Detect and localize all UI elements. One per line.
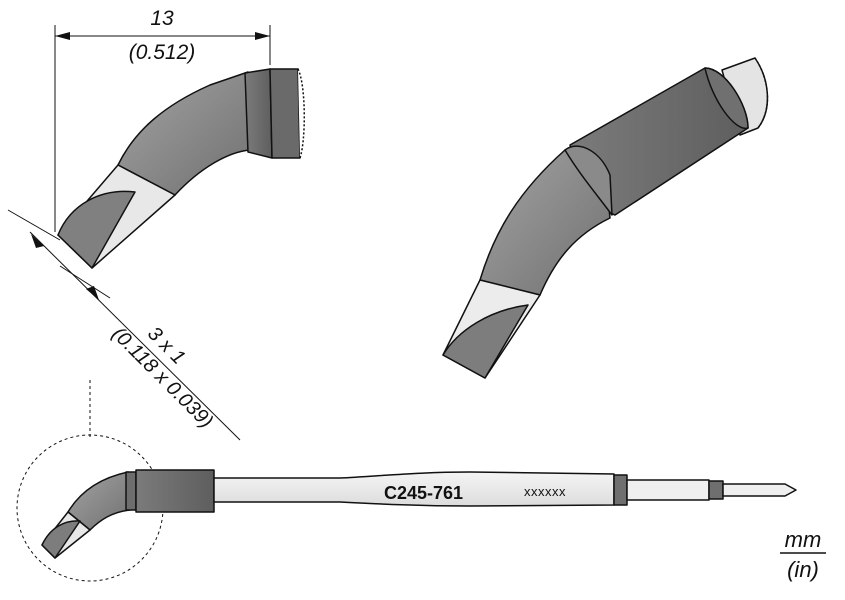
unit-mm: mm — [785, 527, 822, 552]
tip-body-bent — [117, 71, 251, 196]
tip-shank-collar — [269, 68, 301, 159]
arrowhead-left — [55, 32, 70, 40]
model-number: C245-761 — [384, 483, 463, 503]
shaft-rear-end — [754, 57, 769, 129]
cartridge-ring-2 — [708, 480, 724, 500]
cartridge-collar-small — [125, 471, 137, 511]
tip-dim-extension-1 — [7, 209, 61, 241]
detail-view-side — [7, 25, 305, 441]
tip-dim-line — [29, 231, 241, 441]
unit-in: (in) — [787, 557, 819, 582]
length-in-label: (0.512) — [129, 41, 196, 64]
tip-chisel-face — [57, 190, 136, 269]
detail-view-3d — [442, 57, 769, 379]
tip-shank-end — [297, 68, 305, 159]
serial-placeholder: xxxxxx — [524, 484, 566, 499]
cartridge-pin — [722, 483, 797, 497]
tip-collar-3d — [564, 145, 613, 216]
tip-arrow-2 — [86, 286, 99, 300]
tip-arrow-1 — [31, 234, 44, 248]
cartridge-full-view — [16, 380, 797, 582]
cartridge-tip-face — [41, 520, 81, 559]
cartridge-rear-shaft — [626, 479, 710, 501]
length-mm-label: 13 — [150, 7, 174, 30]
cartridge-ring-1 — [613, 474, 628, 506]
tip-chisel-face-3d — [442, 304, 529, 379]
shaft-rear — [721, 57, 769, 136]
tip-dim-extension-2 — [59, 265, 111, 299]
sleeve-cap — [704, 67, 749, 129]
cartridge-collar — [135, 469, 215, 513]
arrowhead-right — [255, 32, 270, 40]
tip-shank-ring — [244, 68, 273, 159]
